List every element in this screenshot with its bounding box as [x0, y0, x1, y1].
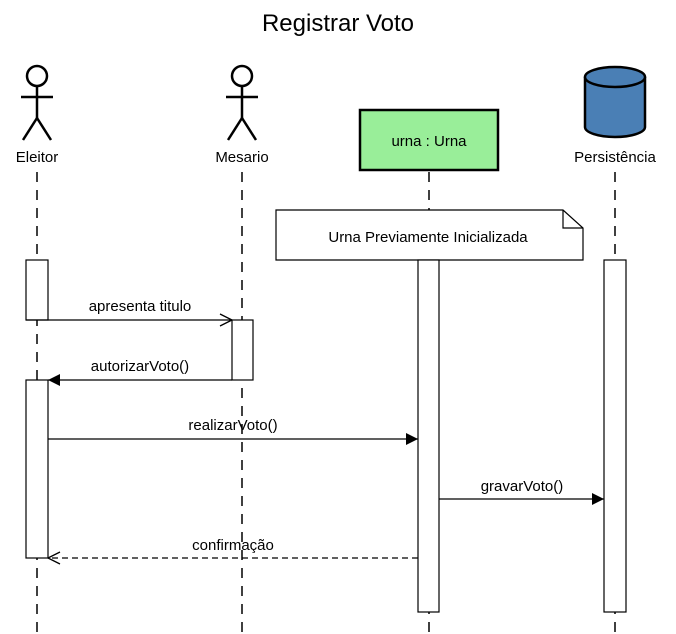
urna-box — [358, 108, 500, 172]
message-autorizar-voto: autorizarVoto() — [48, 358, 232, 386]
activation-mesario — [231, 319, 254, 381]
participant-persistencia: Persistência — [574, 65, 657, 166]
message-gravar-voto: gravarVoto() — [439, 478, 604, 505]
message-label: realizarVoto() — [188, 417, 277, 434]
message-confirmacao: confirmação — [48, 537, 418, 558]
database-icon — [583, 65, 647, 139]
message-label: apresenta titulo — [89, 298, 192, 315]
activation-urna — [417, 259, 440, 613]
participant-label-mesario: Mesario — [215, 149, 268, 166]
activation-eleitor-1 — [25, 259, 49, 321]
message-label: gravarVoto() — [481, 478, 564, 495]
message-label: autorizarVoto() — [91, 358, 189, 375]
participant-eleitor: Eleitor — [16, 64, 59, 166]
actor-icon — [21, 64, 53, 141]
message-realizar-voto: realizarVoto() — [48, 417, 418, 445]
participant-mesario: Mesario — [215, 64, 269, 166]
message-label: confirmação — [192, 537, 274, 554]
participant-label-urna: urna : Urna — [391, 133, 467, 150]
activations — [25, 259, 627, 613]
actor-icon — [226, 64, 258, 141]
participant-label-persistencia: Persistência — [574, 149, 656, 166]
activation-persistencia — [603, 259, 627, 613]
message-apresenta-titulo: apresenta titulo — [26, 298, 232, 320]
participant-urna: urna : Urna — [358, 108, 500, 172]
activation-eleitor-2 — [25, 379, 49, 559]
participant-label-eleitor: Eleitor — [16, 149, 59, 166]
diagram-title: Registrar Voto — [262, 10, 414, 37]
note: Urna Previamente Inicializada — [275, 209, 584, 261]
note-text: Urna Previamente Inicializada — [328, 229, 528, 246]
